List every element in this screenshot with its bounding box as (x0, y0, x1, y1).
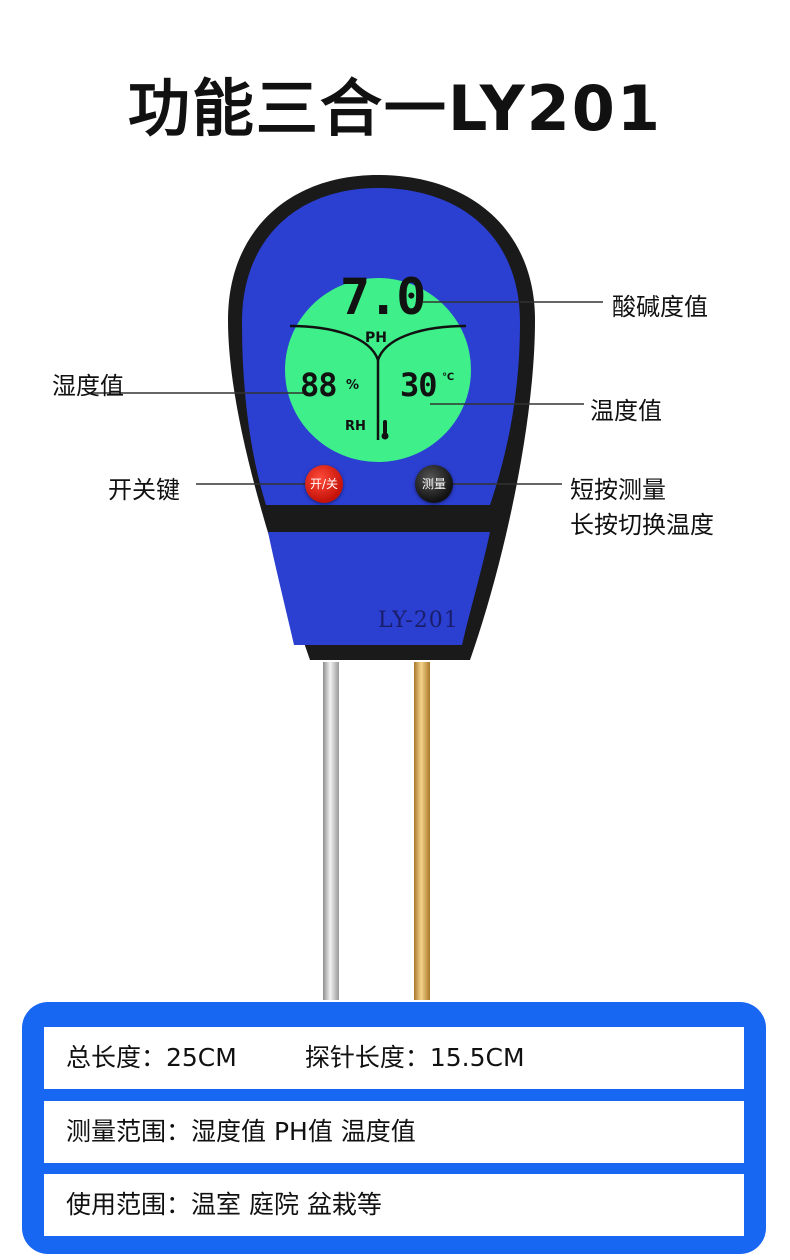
soil-meter-illustration (88, 175, 603, 1000)
callout-temperature: 温度值 (590, 397, 662, 425)
humidity-reading: 88 (300, 366, 338, 404)
thermometer-icon (381, 420, 389, 440)
power-button[interactable]: 开/关 (305, 465, 343, 503)
humidity-unit-label: RH (345, 419, 366, 434)
ph-reading: 7.0 (340, 268, 426, 326)
callout-humidity: 湿度值 (52, 372, 124, 400)
steel-probe (323, 662, 339, 1000)
spec-row-range: 测量范围：湿度值 PH值 温度值 (44, 1101, 744, 1163)
page-title: 功能三合一LY201 (127, 72, 663, 145)
ph-unit-label: PH (365, 330, 387, 346)
callout-power: 开关键 (108, 476, 180, 504)
temperature-unit-label: ℃ (442, 372, 455, 383)
spec-probe-length: 探针长度：15.5CM (304, 1043, 525, 1072)
spec-row-usage: 使用范围：温室 庭院 盆栽等 (44, 1174, 744, 1236)
humidity-percent-label: % (346, 378, 360, 393)
spec-panel: 总长度：25CM 探针长度：15.5CM 测量范围：湿度值 PH值 温度值 使用范… (22, 1002, 766, 1254)
callout-measure-long: 长按切换温度 (570, 511, 714, 539)
device-lower-plate (268, 532, 490, 645)
temperature-reading: 30 (400, 366, 438, 404)
spec-total-length: 总长度：25CM (66, 1043, 237, 1072)
measure-button[interactable]: 测量 (415, 465, 453, 503)
model-label: LY-201 (378, 608, 459, 633)
spec-row-length: 总长度：25CM 探针长度：15.5CM (44, 1027, 744, 1089)
copper-probe (414, 662, 430, 1000)
callout-ph: 酸碱度值 (612, 293, 708, 321)
callout-measure-short: 短按测量 (570, 476, 666, 504)
